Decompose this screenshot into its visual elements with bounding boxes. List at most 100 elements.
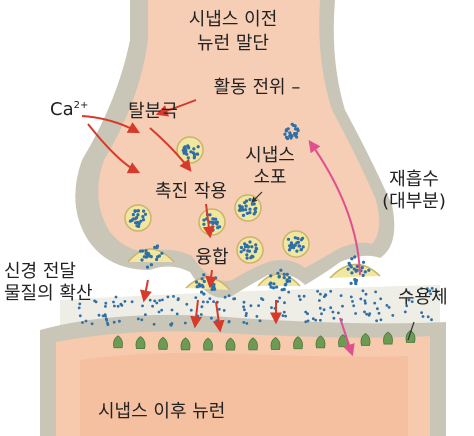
neurotransmitter-dot xyxy=(104,314,107,318)
neurotransmitter-dot xyxy=(184,149,188,154)
neurotransmitter-dot xyxy=(319,292,322,296)
neurotransmitter-dot xyxy=(294,131,299,136)
neurotransmitter-dot xyxy=(373,301,377,305)
neurotransmitter-dot xyxy=(201,285,205,289)
neurotransmitter-dot xyxy=(364,301,367,305)
neurotransmitter-dot xyxy=(268,282,272,286)
calcium-arrow xyxy=(81,115,141,134)
neurotransmitter-dot xyxy=(286,127,290,131)
neurotransmitter-dot xyxy=(112,300,115,304)
neurotransmitter-dot xyxy=(284,282,288,286)
neurotransmitter-dot xyxy=(210,316,213,320)
neurotransmitter-dot xyxy=(202,222,206,226)
neurotransmitter-dot xyxy=(134,221,138,225)
neurotransmitter-dot xyxy=(245,211,249,215)
neurotransmitter-dot xyxy=(211,225,215,229)
neurotransmitter-dot xyxy=(160,308,164,312)
neurotransmitter-dot xyxy=(363,270,367,274)
neurotransmitter-dot xyxy=(104,305,107,308)
depolarization-label: 탈분극 xyxy=(128,101,178,122)
neurotransmitter-dot xyxy=(329,289,333,293)
neurotransmitter-dot xyxy=(148,298,152,302)
neurotransmitter-dot xyxy=(365,312,368,316)
neurotransmitter-dot xyxy=(346,267,350,271)
vesicle-label-line2: 소포 xyxy=(253,167,287,188)
neurotransmitter-dot xyxy=(332,316,336,320)
fusion-arrow xyxy=(205,269,218,289)
neurotransmitter-dot xyxy=(379,318,383,322)
neurotransmitter-dot xyxy=(106,323,110,326)
neurotransmitter-dot xyxy=(293,124,297,128)
neurotransmitter-dot xyxy=(258,319,262,323)
neurotransmitter-dot xyxy=(281,314,285,317)
neurotransmitter-dot xyxy=(208,297,212,300)
neurotransmitter-dot xyxy=(306,312,309,316)
neurotransmitter-dot xyxy=(282,272,286,276)
neurotransmitter-dot xyxy=(250,202,254,206)
neurotransmitter-dot xyxy=(245,256,249,260)
neurotransmitter-dot xyxy=(405,304,409,308)
neurotransmitter-dot xyxy=(116,304,120,308)
neurotransmitter-dot xyxy=(189,308,193,312)
neurotransmitter-dot xyxy=(435,290,439,294)
neurotransmitter-dot xyxy=(139,219,143,223)
neurotransmitter-dot xyxy=(249,256,253,260)
neurotransmitter-dot xyxy=(289,241,293,245)
neurotransmitter-dot xyxy=(192,152,196,156)
neurotransmitter-dot xyxy=(420,311,423,314)
neurotransmitter-dot xyxy=(318,306,322,310)
neurotransmitter-dot xyxy=(421,315,425,318)
neurotransmitter-dot xyxy=(355,268,359,272)
neurotransmitter-dot xyxy=(84,319,88,323)
neurotransmitter-dot xyxy=(272,282,276,286)
neurotransmitter-dot xyxy=(243,242,247,246)
neurotransmitter-dot xyxy=(222,309,226,312)
neurotransmitter-dot xyxy=(136,209,140,213)
neurotransmitter-dot xyxy=(201,300,205,304)
receptor-label: 수용체 xyxy=(398,287,448,308)
neurotransmitter-dot xyxy=(147,252,151,256)
neurotransmitter-dot xyxy=(341,304,344,308)
receptors xyxy=(113,330,416,351)
neurotransmitter-dot xyxy=(301,236,305,240)
receptor xyxy=(180,337,191,351)
neurotransmitter-dot xyxy=(213,287,217,291)
neurotransmitter-dot xyxy=(282,287,286,291)
reuptake-arrow xyxy=(308,140,361,276)
leader-lines xyxy=(251,191,415,341)
neurotransmitter-dot xyxy=(241,213,246,217)
neurotransmitter-dot xyxy=(206,300,210,304)
neurotransmitter-dot xyxy=(287,290,291,294)
neurotransmitter-dot xyxy=(353,255,357,259)
neurotransmitter-dot xyxy=(316,289,319,293)
neurotransmitter-dot xyxy=(170,308,174,312)
neurotransmitter-dot xyxy=(131,213,135,217)
neurotransmitter-dot xyxy=(255,315,259,318)
neurotransmitter-dot xyxy=(216,226,220,230)
neurotransmitter-dot xyxy=(306,319,310,323)
neurotransmitter-dot xyxy=(141,304,144,308)
calcium-entry-arrow xyxy=(87,123,141,174)
neurotransmitter-dot xyxy=(135,224,139,228)
neurotransmitter-dot xyxy=(208,213,212,217)
neurotransmitter-dot xyxy=(304,310,308,314)
neurotransmitter-dot xyxy=(157,310,161,314)
neurotransmitter-dot xyxy=(410,300,414,303)
neurotransmitter-dot xyxy=(172,295,175,298)
neurotransmitter-dot xyxy=(242,305,246,309)
neurotransmitter-dot xyxy=(242,321,246,324)
neurotransmitter-dot xyxy=(239,245,243,250)
action-potential-label: 활동 전위 – xyxy=(213,77,301,98)
neurotransmitter-dot xyxy=(247,249,252,253)
neurotransmitter-dot xyxy=(288,134,292,138)
neurotransmitter-dot xyxy=(296,128,300,133)
receptor xyxy=(360,332,371,346)
neurotransmitter-dot xyxy=(215,222,219,226)
neurotransmitter-dot xyxy=(374,290,377,294)
neurotransmitter-dot xyxy=(426,315,430,319)
neurotransmitter-dot xyxy=(349,281,353,285)
neurotransmitter-dot xyxy=(158,299,162,302)
neurotransmitter-dot xyxy=(352,304,356,308)
neurotransmitter-dot xyxy=(377,311,381,315)
release-arrow xyxy=(139,279,152,303)
